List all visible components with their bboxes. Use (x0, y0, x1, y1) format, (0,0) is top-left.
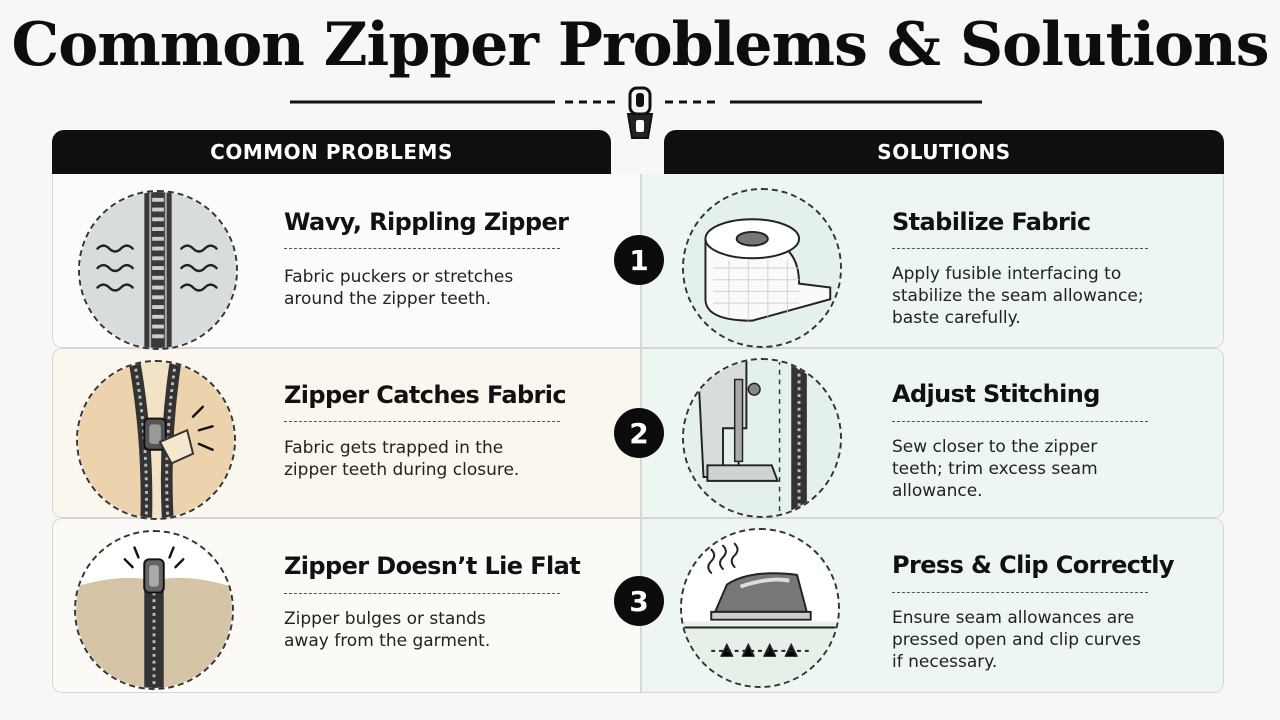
sewing-machine-foot-icon (682, 358, 842, 518)
problem-desc-3: Zipper bulges or stands away from the ga… (284, 609, 491, 651)
solution-desc-1: Apply fusible interfacing to stabilize t… (892, 264, 1144, 328)
step-number-1: 1 (614, 235, 664, 285)
zipper-catching-fabric-icon (76, 360, 236, 520)
problem-title-2: Zipper Catches Fabric (284, 381, 567, 409)
problem-desc-1: Fabric puckers or stretches around the z… (284, 267, 514, 309)
bulging-zipper-icon (74, 530, 234, 690)
step-number-2: 2 (614, 408, 664, 458)
solutions-header: SOLUTIONS (664, 130, 1224, 174)
solution-title-1: Stabilize Fabric (892, 208, 1091, 236)
title-rule (892, 592, 1148, 593)
title-rule (892, 248, 1148, 249)
solution-desc-2: Sew closer to the zipper teeth; trim exc… (892, 437, 1098, 501)
title-divider (290, 84, 990, 144)
title-rule (284, 593, 560, 594)
wavy-zipper-icon (78, 190, 238, 350)
page-title: Common Zipper Problems & Solutions (11, 10, 1269, 80)
solution-desc-3: Ensure seam allowances are pressed open … (892, 608, 1141, 672)
problem-title-3: Zipper Doesn’t Lie Flat (284, 552, 581, 580)
step-number-3: 3 (614, 576, 664, 626)
title-rule (284, 421, 560, 422)
problems-header: COMMON PROBLEMS (52, 130, 611, 174)
solution-title-3: Press & Clip Correctly (892, 551, 1175, 579)
problem-title-1: Wavy, Rippling Zipper (284, 208, 569, 236)
solution-title-2: Adjust Stitching (892, 380, 1100, 408)
interfacing-roll-icon (682, 188, 842, 348)
problem-desc-2: Fabric gets trapped in the zipper teeth … (284, 438, 520, 480)
zipper-pull-icon (626, 86, 654, 139)
title-rule (892, 421, 1148, 422)
title-rule (284, 248, 560, 249)
iron-icon (680, 528, 840, 688)
